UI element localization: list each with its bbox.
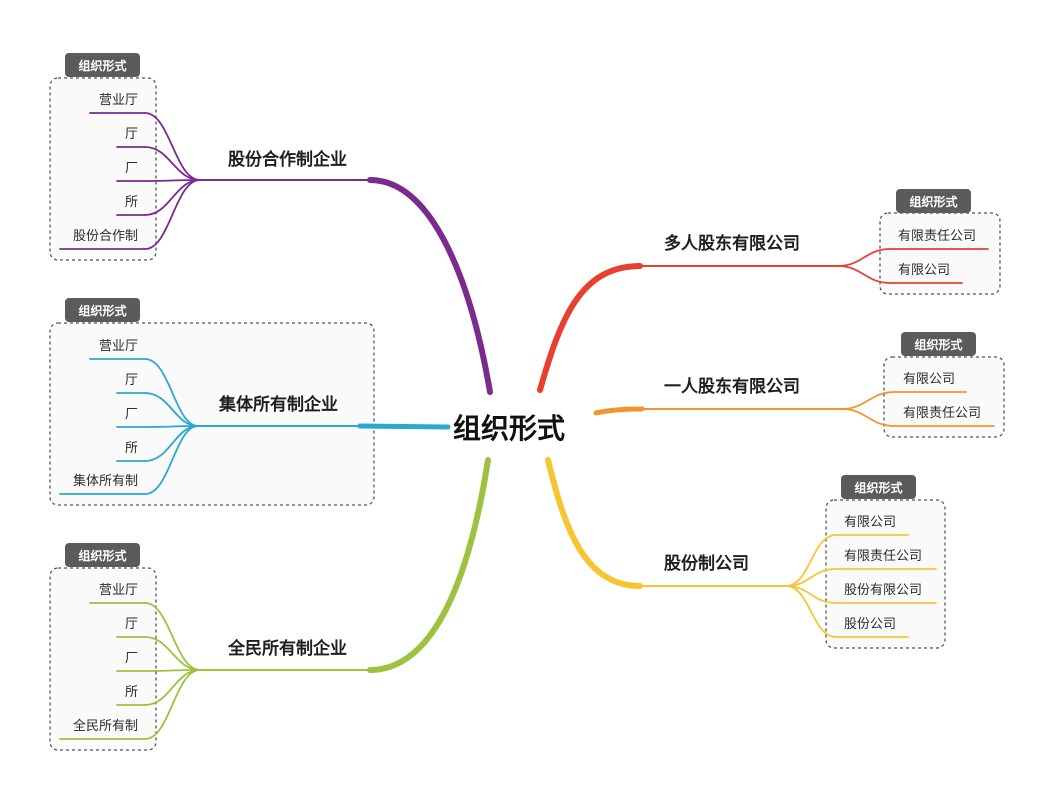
leaf-item[interactable]: 厅 [125,126,138,141]
connector-item [144,602,201,671]
leaf-item[interactable]: 有限公司 [903,371,955,386]
connector-item [144,392,199,427]
leaf-item[interactable]: 厂 [125,160,138,175]
connector-item [144,112,201,181]
group-tag [896,189,971,213]
group-tag-label: 组织形式 [78,58,126,73]
leaf-item[interactable]: 有限公司 [898,262,950,277]
root-connector-shareholding [545,457,643,589]
connector-item [785,585,837,638]
leaf-item[interactable]: 营业厅 [99,92,138,107]
branch-label[interactable]: 多人股东有限公司 [664,233,800,253]
leaf-item[interactable]: 厂 [125,650,138,665]
leaf-item[interactable]: 有限责任公司 [844,548,922,563]
root-connector-state-owned [367,457,491,673]
leaf-item[interactable]: 营业厅 [99,582,138,597]
branch-label[interactable]: 集体所有制企业 [218,394,338,414]
branch-shareholding-company: 股份制公司 组织形式 有限公司 有限责任公司 股份有限公司 股份公司 [545,457,937,638]
group-tag [65,53,140,77]
group-tag [65,543,140,567]
connector-item [144,636,201,671]
group-tag-label: 组织形式 [854,480,902,495]
branch-multi-shareholder-llc: 多人股东有限公司 组织形式 有限责任公司 有限公司 [537,189,989,393]
group-tag [841,475,916,499]
branch-collective-ownership: 集体所有制企业 组织形式 营业厅 厅 厂 所 集体所有制 [59,298,451,495]
root-connector-single-shareholder [593,406,645,416]
connector-item [144,358,199,427]
group-tag-label: 组织形式 [914,337,962,352]
group-tag-label: 组织形式 [78,303,126,318]
leaf-item[interactable]: 营业厅 [99,338,138,353]
leaf-item[interactable]: 有限责任公司 [903,405,981,420]
leaf-item[interactable]: 所 [125,194,138,209]
group-tag-label: 组织形式 [78,548,126,563]
connector-item [841,408,895,427]
leaf-item[interactable]: 有限责任公司 [898,228,976,243]
connector-item [144,179,201,250]
branch-label[interactable]: 全民所有制企业 [227,638,347,658]
group-tag [901,332,976,356]
connector-item [837,265,891,284]
group-box-shareholding [825,499,946,649]
group-tag-label: 组织形式 [909,194,957,209]
leaf-item[interactable]: 所 [125,684,138,699]
connector-item [785,534,837,587]
leaf-item[interactable]: 厅 [125,616,138,631]
group-box-collective [49,322,375,506]
group-box-single-shareholder [883,356,1005,438]
branch-single-shareholder-llc: 一人股东有限公司 组织形式 有限公司 有限责任公司 [593,332,995,427]
branch-joint-stock-cooperative: 股份合作制企业 组织形式 营业厅 厅 厂 所 股份合作制 [59,53,493,395]
branch-label[interactable]: 股份制公司 [664,553,749,573]
root-connector-joint-stock [367,177,493,395]
root-connector-collective [357,423,451,430]
leaf-item[interactable]: 厅 [125,372,138,387]
branch-label[interactable]: 股份合作制企业 [228,149,347,169]
group-tag [65,298,140,322]
leaf-item[interactable]: 集体所有制 [73,473,138,488]
connector-item [144,669,201,740]
connector-item [144,425,199,495]
leaf-item[interactable]: 有限公司 [844,514,896,529]
leaf-item[interactable]: 股份合作制 [73,228,138,243]
leaf-item[interactable]: 所 [125,440,138,455]
branch-state-ownership: 全民所有制企业 组织形式 营业厅 厅 厂 所 全民所有制 [59,457,491,740]
leaf-item[interactable]: 全民所有制 [73,718,138,733]
leaf-item[interactable]: 股份有限公司 [844,582,922,597]
connector-item [144,146,201,181]
root-connector-multi-shareholder [537,263,643,393]
root-topic[interactable]: 组织形式 [453,413,565,444]
leaf-item[interactable]: 厂 [125,406,138,421]
leaf-item[interactable]: 股份公司 [844,616,896,631]
group-box-multi-shareholder [879,212,1001,295]
branch-label[interactable]: 一人股东有限公司 [664,376,800,396]
